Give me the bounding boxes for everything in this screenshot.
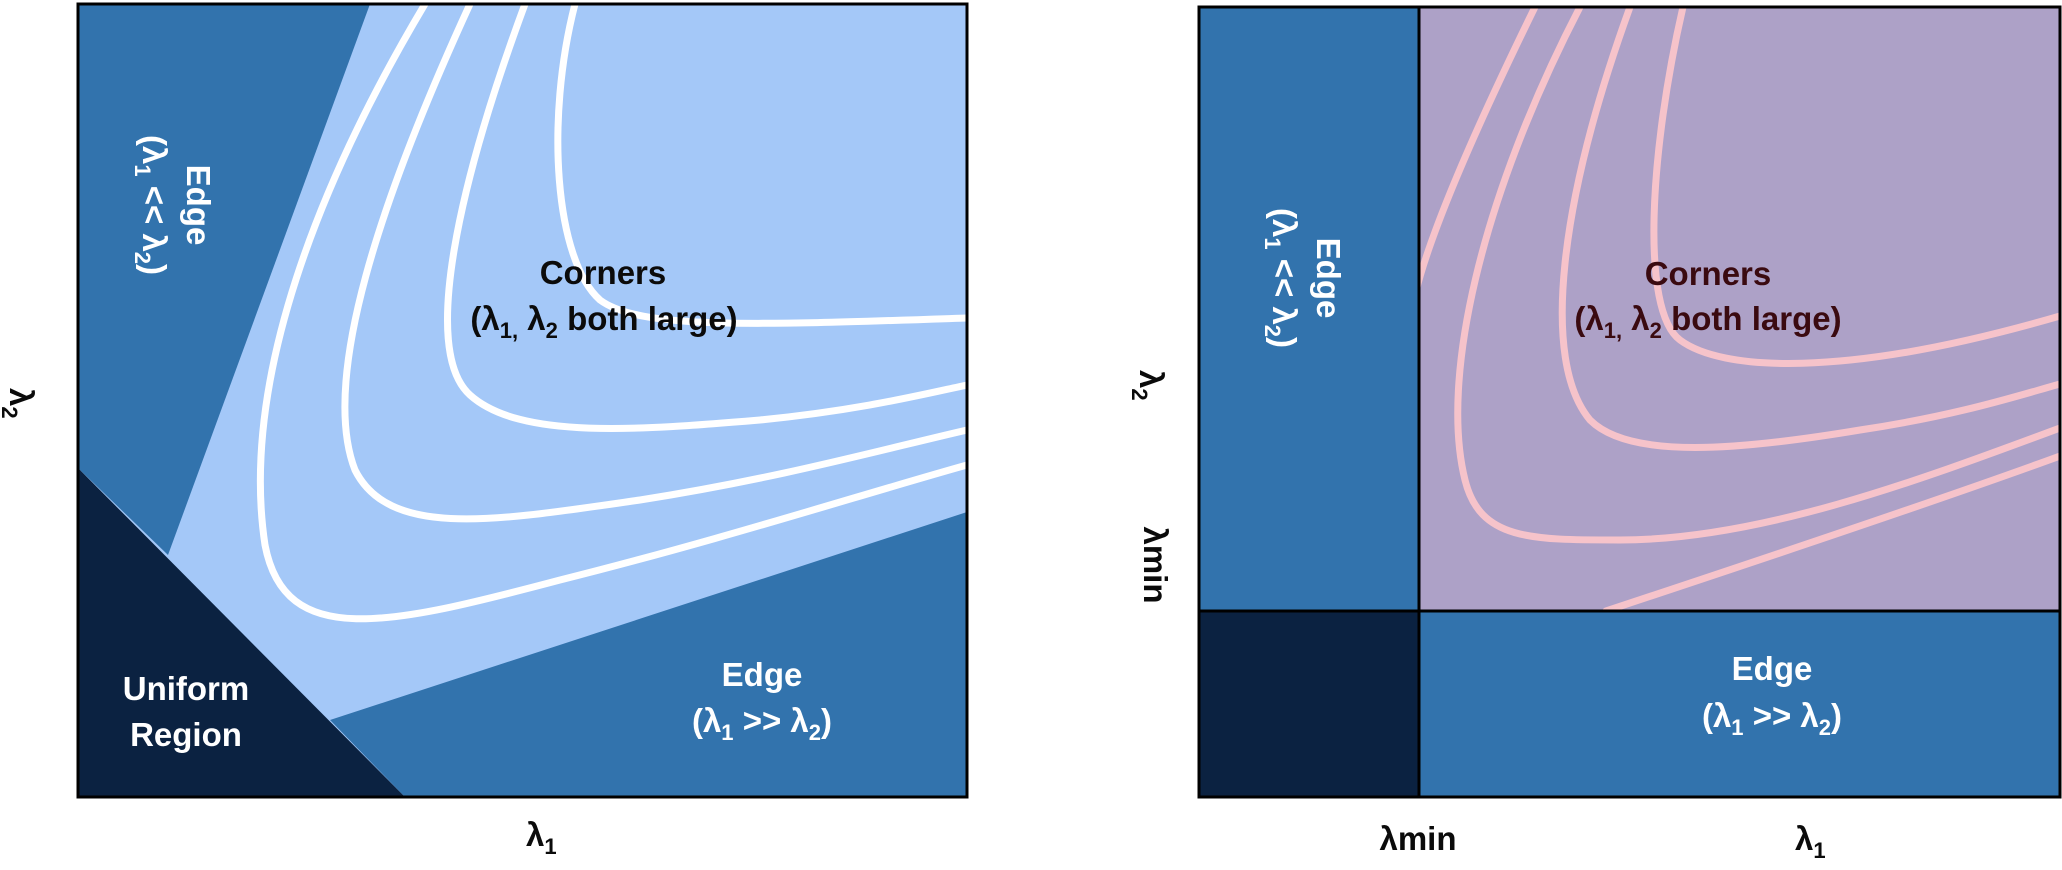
left-contour-4 [554, 4, 967, 327]
right-contour-1 [1419, 7, 1539, 294]
left-edge-top-label: Edge (λ1 << λ2) [130, 135, 217, 275]
left-contour-3 [444, 4, 967, 433]
right-contour-2 [1454, 7, 2060, 544]
right-panel-border [1197, 5, 2062, 799]
right-x-threshold-label: λmin [1379, 820, 1456, 857]
left-edge-bottom-label: Edge (λ1 >> λ2) [692, 656, 832, 745]
left-edge-top-detail: (λ1 << λ2) [130, 135, 173, 275]
left-y-axis-label: λ2 [0, 388, 40, 419]
right-edge-region-bottom [1419, 611, 2060, 797]
left-edge-top-title: Edge [180, 165, 217, 246]
left-edge-region-bottom [330, 512, 967, 797]
right-corners-detail: (λ1, λ2 both large) [1574, 300, 1841, 343]
right-contour-5 [1602, 452, 2060, 611]
left-uniform-line2: Region [130, 716, 242, 753]
right-uniform-region [1199, 611, 1419, 797]
left-panel-border [76, 2, 969, 799]
right-panel: Edge (λ1 << λ2) Corners (λ1, λ2 both lar… [1127, 5, 2062, 863]
left-corners-label: Corners (λ1, λ2 both large) [470, 254, 737, 343]
left-uniform-region [78, 468, 405, 797]
left-x-axis-label: λ1 [526, 816, 557, 859]
right-y-axis-label: λ2 [1127, 370, 1170, 401]
right-edge-bottom-title: Edge [1732, 650, 1813, 687]
right-y-threshold-label: λmin [1137, 526, 1174, 603]
right-corners-title: Corners [1645, 255, 1772, 292]
right-edge-region-left [1199, 7, 1419, 611]
right-contour-3 [1558, 7, 2060, 451]
right-edge-left-label: Edge (λ1 << λ2) [1260, 208, 1347, 348]
right-x-axis-label: λ1 [1795, 820, 1826, 863]
right-edge-left-title: Edge [1310, 238, 1347, 319]
right-corners-label: Corners (λ1, λ2 both large) [1574, 255, 1841, 343]
right-edge-left-detail: (λ1 << λ2) [1260, 208, 1303, 348]
left-contour-1 [256, 4, 967, 623]
right-edge-bottom-label: Edge (λ1 >> λ2) [1702, 650, 1842, 740]
right-corner-region [1419, 7, 2060, 611]
left-uniform-label: Uniform Region [123, 670, 250, 753]
right-contour-4 [1650, 7, 2060, 367]
left-corners-title: Corners [540, 254, 667, 291]
right-contour-lines [1419, 7, 2060, 611]
left-edge-bottom-title: Edge [722, 656, 803, 693]
left-uniform-line1: Uniform [123, 670, 250, 707]
right-edge-bottom-detail: (λ1 >> λ2) [1702, 697, 1842, 740]
left-corners-detail: (λ1, λ2 both large) [470, 300, 737, 343]
left-edge-bottom-detail: (λ1 >> λ2) [692, 702, 832, 745]
left-contour-2 [341, 4, 967, 523]
left-panel: Edge (λ1 << λ2) Corners (λ1, λ2 both lar… [0, 2, 969, 859]
left-edge-region-top [78, 4, 370, 555]
left-contour-lines [256, 4, 967, 623]
